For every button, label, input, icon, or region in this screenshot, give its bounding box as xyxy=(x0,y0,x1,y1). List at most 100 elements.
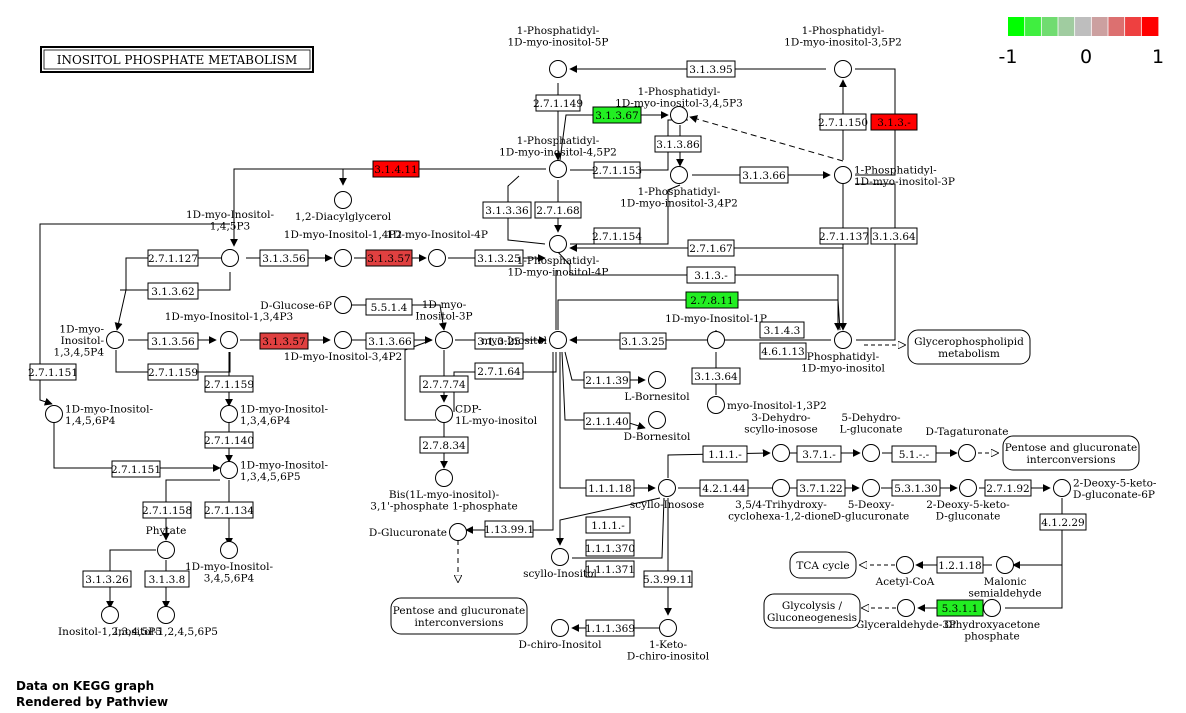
compound-node[interactable]: Glyceraldehyde-3P xyxy=(856,599,956,632)
enzyme-box[interactable] xyxy=(699,479,749,497)
enzyme-box[interactable] xyxy=(685,291,739,309)
enzyme-node[interactable]: 3.7.1.22 xyxy=(796,479,846,497)
compound-node[interactable]: 1D-myo-Inositol-3,4,5,6P4 xyxy=(185,541,273,585)
enzyme-box[interactable] xyxy=(534,201,582,219)
compound-circle[interactable] xyxy=(648,371,666,389)
enzyme-box[interactable] xyxy=(147,363,199,381)
enzyme-box[interactable] xyxy=(474,362,524,380)
enzyme-node[interactable]: 3.1.3.95 xyxy=(686,60,736,78)
compound-circle[interactable] xyxy=(220,541,238,559)
enzyme-box[interactable] xyxy=(372,160,420,178)
pathway-box[interactable] xyxy=(390,597,528,635)
compound-circle[interactable] xyxy=(648,411,666,429)
pathway-box[interactable] xyxy=(1002,435,1140,471)
compound-circle[interactable] xyxy=(106,331,124,349)
compound-node[interactable]: Acetyl-CoA xyxy=(875,556,935,589)
compound-node[interactable]: Phosphatidyl-1D-myo-inositol xyxy=(801,331,885,375)
enzyme-node[interactable]: 2.7.1.137 xyxy=(819,227,869,245)
enzyme-box[interactable] xyxy=(142,501,192,519)
enzyme-node[interactable]: 1.1.1.- xyxy=(702,445,748,463)
enzyme-node[interactable]: 2.7.1.151 xyxy=(111,460,161,478)
enzyme-box[interactable] xyxy=(654,135,702,153)
compound-node[interactable]: scyllo-Inosose xyxy=(630,479,704,512)
compound-node[interactable]: D-Tagaturonate xyxy=(926,426,1009,462)
enzyme-box[interactable] xyxy=(482,201,532,219)
enzyme-node[interactable]: 5.1.-.- xyxy=(891,445,937,463)
compound-node[interactable]: 1-Phosphatidyl-1D-myo-inositol-5P xyxy=(508,25,609,78)
compound-circle[interactable] xyxy=(958,444,976,462)
enzyme-box[interactable] xyxy=(796,479,846,497)
compound-node[interactable]: myo-Inositol-1,3P2 xyxy=(707,396,827,414)
enzyme-box[interactable] xyxy=(144,570,190,588)
compound-circle[interactable] xyxy=(549,331,567,349)
enzyme-box[interactable] xyxy=(1039,513,1087,531)
compound-node[interactable]: 3-Dehydro-scyllo-inosose xyxy=(744,412,818,462)
enzyme-box[interactable] xyxy=(796,445,842,463)
pathway-box[interactable] xyxy=(907,329,1031,365)
enzyme-box[interactable] xyxy=(819,113,867,131)
enzyme-node[interactable]: 3.1.3.8 xyxy=(144,570,190,588)
pathway-link[interactable]: Glycolysis /Gluconeogenesis xyxy=(763,593,861,629)
enzyme-box[interactable] xyxy=(819,227,869,245)
pathway-link[interactable]: TCA cycle xyxy=(789,551,857,579)
enzyme-node[interactable]: 3.1.3.64 xyxy=(691,367,741,385)
enzyme-node[interactable]: 2.7.1.150 xyxy=(818,113,868,131)
compound-node[interactable]: 1D-myo-Inositol-1,3,4,6P4 xyxy=(220,403,329,427)
enzyme-node[interactable]: 4.1.2.29 xyxy=(1039,513,1087,531)
enzyme-box[interactable] xyxy=(619,332,667,350)
enzyme-box[interactable] xyxy=(592,106,642,124)
compound-circle[interactable] xyxy=(221,249,239,267)
compound-node[interactable]: 5-Deoxy-D-glucuronate xyxy=(833,479,909,523)
enzyme-node[interactable]: 2.7.1.134 xyxy=(204,501,254,519)
enzyme-box[interactable] xyxy=(419,436,469,454)
compound-circle[interactable] xyxy=(334,331,352,349)
compound-node[interactable]: 1D-myo-Inositol-1,3,4,5,6P5 xyxy=(220,459,329,483)
compound-node[interactable]: 1D-myo-Inositol-1,3,4P3 xyxy=(165,311,294,349)
enzyme-box[interactable] xyxy=(204,431,254,449)
enzyme-box[interactable] xyxy=(365,332,415,350)
enzyme-node[interactable]: 1.1.1.- xyxy=(585,516,631,534)
compound-node[interactable]: 1-Phosphatidyl-1D-myo-inositol-3,4P2 xyxy=(620,166,738,210)
compound-node[interactable]: 1-Phosphatidyl-1D-myo-inositol-4,5P2 xyxy=(499,135,617,178)
compound-node[interactable]: Inositol-1,2,3,4,5P5 xyxy=(58,606,162,639)
enzyme-node[interactable]: 3.1.3.- xyxy=(870,113,918,131)
compound-circle[interactable] xyxy=(834,60,852,78)
enzyme-box[interactable] xyxy=(759,321,805,339)
enzyme-box[interactable] xyxy=(82,570,132,588)
compound-circle[interactable] xyxy=(334,249,352,267)
compound-circle[interactable] xyxy=(334,296,352,314)
enzyme-node[interactable]: 2.7.1.159 xyxy=(147,363,199,381)
compound-circle[interactable] xyxy=(896,556,914,574)
compound-circle[interactable] xyxy=(157,541,175,559)
compound-circle[interactable] xyxy=(549,160,567,178)
compound-node[interactable]: scyllo-Inositol xyxy=(523,548,597,581)
compound-circle[interactable] xyxy=(220,461,238,479)
compound-node[interactable]: 1D-myo-Inositol-3,4P2 xyxy=(284,331,402,364)
compound-node[interactable]: 1-Phosphatidyl-1D-myo-inositol-4P xyxy=(508,235,609,279)
enzyme-node[interactable]: 2.7.1.92 xyxy=(984,479,1032,497)
compound-circle[interactable] xyxy=(862,479,880,497)
enzyme-node[interactable]: 3.1.4.11 xyxy=(372,160,420,178)
compound-circle[interactable] xyxy=(45,405,63,423)
compound-circle[interactable] xyxy=(996,556,1014,574)
enzyme-box[interactable] xyxy=(585,560,635,578)
compound-node[interactable]: Inositol-1,2,4,5,6P5 xyxy=(114,606,218,639)
compound-circle[interactable] xyxy=(834,331,852,349)
enzyme-node[interactable]: 5.3.1.1 xyxy=(936,599,984,617)
compound-circle[interactable] xyxy=(658,479,676,497)
enzyme-node[interactable]: 5.3.99.11 xyxy=(643,570,693,588)
compound-node[interactable]: 2-Deoxy-5-keto-D-gluconate-6P xyxy=(1053,477,1157,501)
pathway-box[interactable] xyxy=(789,551,857,579)
enzyme-box[interactable] xyxy=(583,371,631,389)
enzyme-node[interactable]: 4.6.1.13 xyxy=(759,342,807,360)
enzyme-node[interactable]: 1.1.1.370 xyxy=(585,539,635,557)
enzyme-node[interactable]: 2.1.1.40 xyxy=(583,412,631,430)
enzyme-box[interactable] xyxy=(585,479,635,497)
enzyme-node[interactable]: 2.7.8.11 xyxy=(685,291,739,309)
enzyme-node[interactable]: 2.7.1.64 xyxy=(474,362,524,380)
compound-node[interactable]: L-Bornesitol xyxy=(624,371,690,404)
enzyme-box[interactable] xyxy=(759,342,807,360)
compound-node[interactable]: Bis(1L-myo-inositol)-3,1'-phosphate 1-ph… xyxy=(370,469,518,513)
